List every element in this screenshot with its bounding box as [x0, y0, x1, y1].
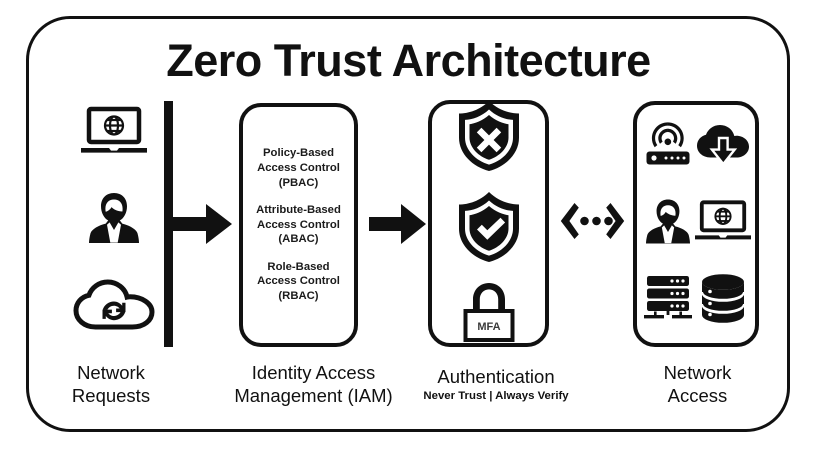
rbac-line3: (RBAC) — [278, 290, 319, 303]
shield-approve-icon — [456, 190, 522, 269]
pbac-line3: (PBAC) — [278, 176, 319, 189]
access-control-rbac: Role-Based Access Control (RBAC) — [257, 260, 340, 304]
shield-deny-icon — [456, 99, 522, 178]
network-access-box — [633, 101, 759, 347]
caption-iam: Identity Access Management (IAM) — [221, 361, 406, 407]
rbac-line1: Role-Based — [267, 260, 330, 273]
laptop-globe-icon — [81, 106, 147, 159]
abac-line1: Attribute-Based — [256, 204, 341, 217]
pbac-line2: Access Control — [257, 161, 340, 174]
database-icon — [700, 273, 746, 326]
caption-authentication-subtitle: Never Trust | Always Verify — [423, 390, 569, 402]
abac-line2: Access Control — [257, 218, 340, 231]
vertical-divider-bar — [164, 101, 173, 347]
network-requests-icon-column — [68, 106, 160, 334]
padlock-mfa-icon: MFA — [460, 281, 518, 348]
caption-authentication: Authentication Never Trust | Always Veri… — [406, 365, 586, 404]
server-rack-icon — [642, 275, 694, 324]
caption-iam-line1: Identity Access — [251, 362, 376, 383]
chevron-dots-connector-icon — [560, 199, 625, 248]
caption-network-access-line1: Network — [663, 362, 732, 383]
abac-line3: (ABAC) — [278, 233, 319, 246]
caption-iam-line2: Management (IAM) — [234, 385, 393, 406]
access-control-pbac: Policy-Based Access Control (PBAC) — [257, 146, 340, 190]
caption-authentication-title: Authentication — [437, 366, 555, 387]
iam-box: Policy-Based Access Control (PBAC) Attri… — [239, 103, 358, 347]
caption-network-requests-line1: Network — [77, 362, 145, 383]
user-person-icon — [89, 192, 139, 249]
mfa-label: MFA — [477, 321, 500, 333]
caption-network-requests: Network Requests — [36, 361, 186, 407]
diagram-frame — [26, 16, 790, 432]
caption-network-access: Network Access — [620, 361, 775, 407]
rbac-line2: Access Control — [257, 275, 340, 288]
cloud-download-icon — [696, 124, 750, 173]
cloud-sync-icon — [73, 279, 155, 334]
caption-network-requests-line2: Requests — [71, 385, 151, 406]
user-person-icon — [646, 198, 690, 250]
pbac-line1: Policy-Based — [263, 147, 334, 160]
access-control-abac: Attribute-Based Access Control (ABAC) — [256, 203, 341, 247]
arrow-right-icon-1 — [172, 204, 232, 244]
authentication-box: MFA — [428, 100, 549, 347]
arrow-right-icon-2 — [369, 204, 426, 244]
laptop-globe-icon — [695, 200, 751, 246]
caption-network-access-line2: Access — [667, 385, 728, 406]
page-title: Zero Trust Architecture — [166, 35, 651, 86]
wifi-router-icon — [642, 122, 694, 174]
